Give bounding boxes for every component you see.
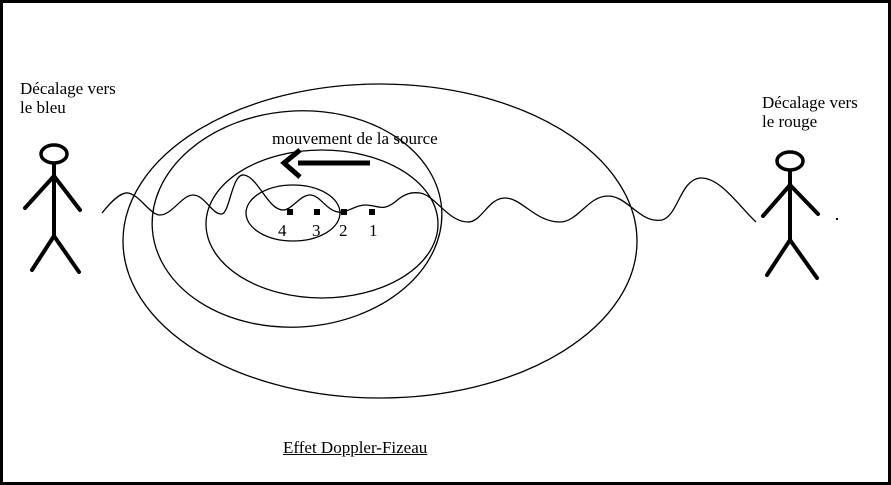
observer-left-label-line1: Décalage vers	[20, 79, 116, 98]
wavefront-4	[245, 184, 341, 242]
motion-label: mouvement de la source	[272, 129, 438, 148]
wavefront-1	[122, 83, 638, 399]
diagram-caption: Effet Doppler-Fizeau	[283, 438, 428, 457]
position-label-3: 3	[312, 221, 321, 240]
motion-arrow-icon	[280, 148, 370, 179]
position-label-2: 2	[339, 221, 348, 240]
observer-right-label-line2: le rouge	[762, 112, 818, 131]
source-dot-1	[369, 209, 375, 215]
source-dot-2	[341, 209, 347, 215]
observer-right-label-line1: Décalage vers	[762, 93, 858, 112]
observer-right-label: Décalage vers le rouge	[762, 93, 858, 131]
observer-left-label-line2: le bleu	[20, 98, 66, 117]
observer-left-label: Décalage vers le bleu	[20, 79, 116, 117]
stray-dot	[836, 218, 838, 220]
wave-line	[101, 174, 757, 223]
wavefront-2	[151, 110, 443, 328]
position-label-4: 4	[278, 221, 287, 240]
observer-left-figure	[23, 143, 82, 274]
wavefront-3	[205, 149, 439, 299]
source-dot-4	[287, 209, 293, 215]
position-label-1: 1	[369, 221, 378, 240]
observer-right-figure	[761, 150, 820, 280]
source-dot-3	[314, 209, 320, 215]
